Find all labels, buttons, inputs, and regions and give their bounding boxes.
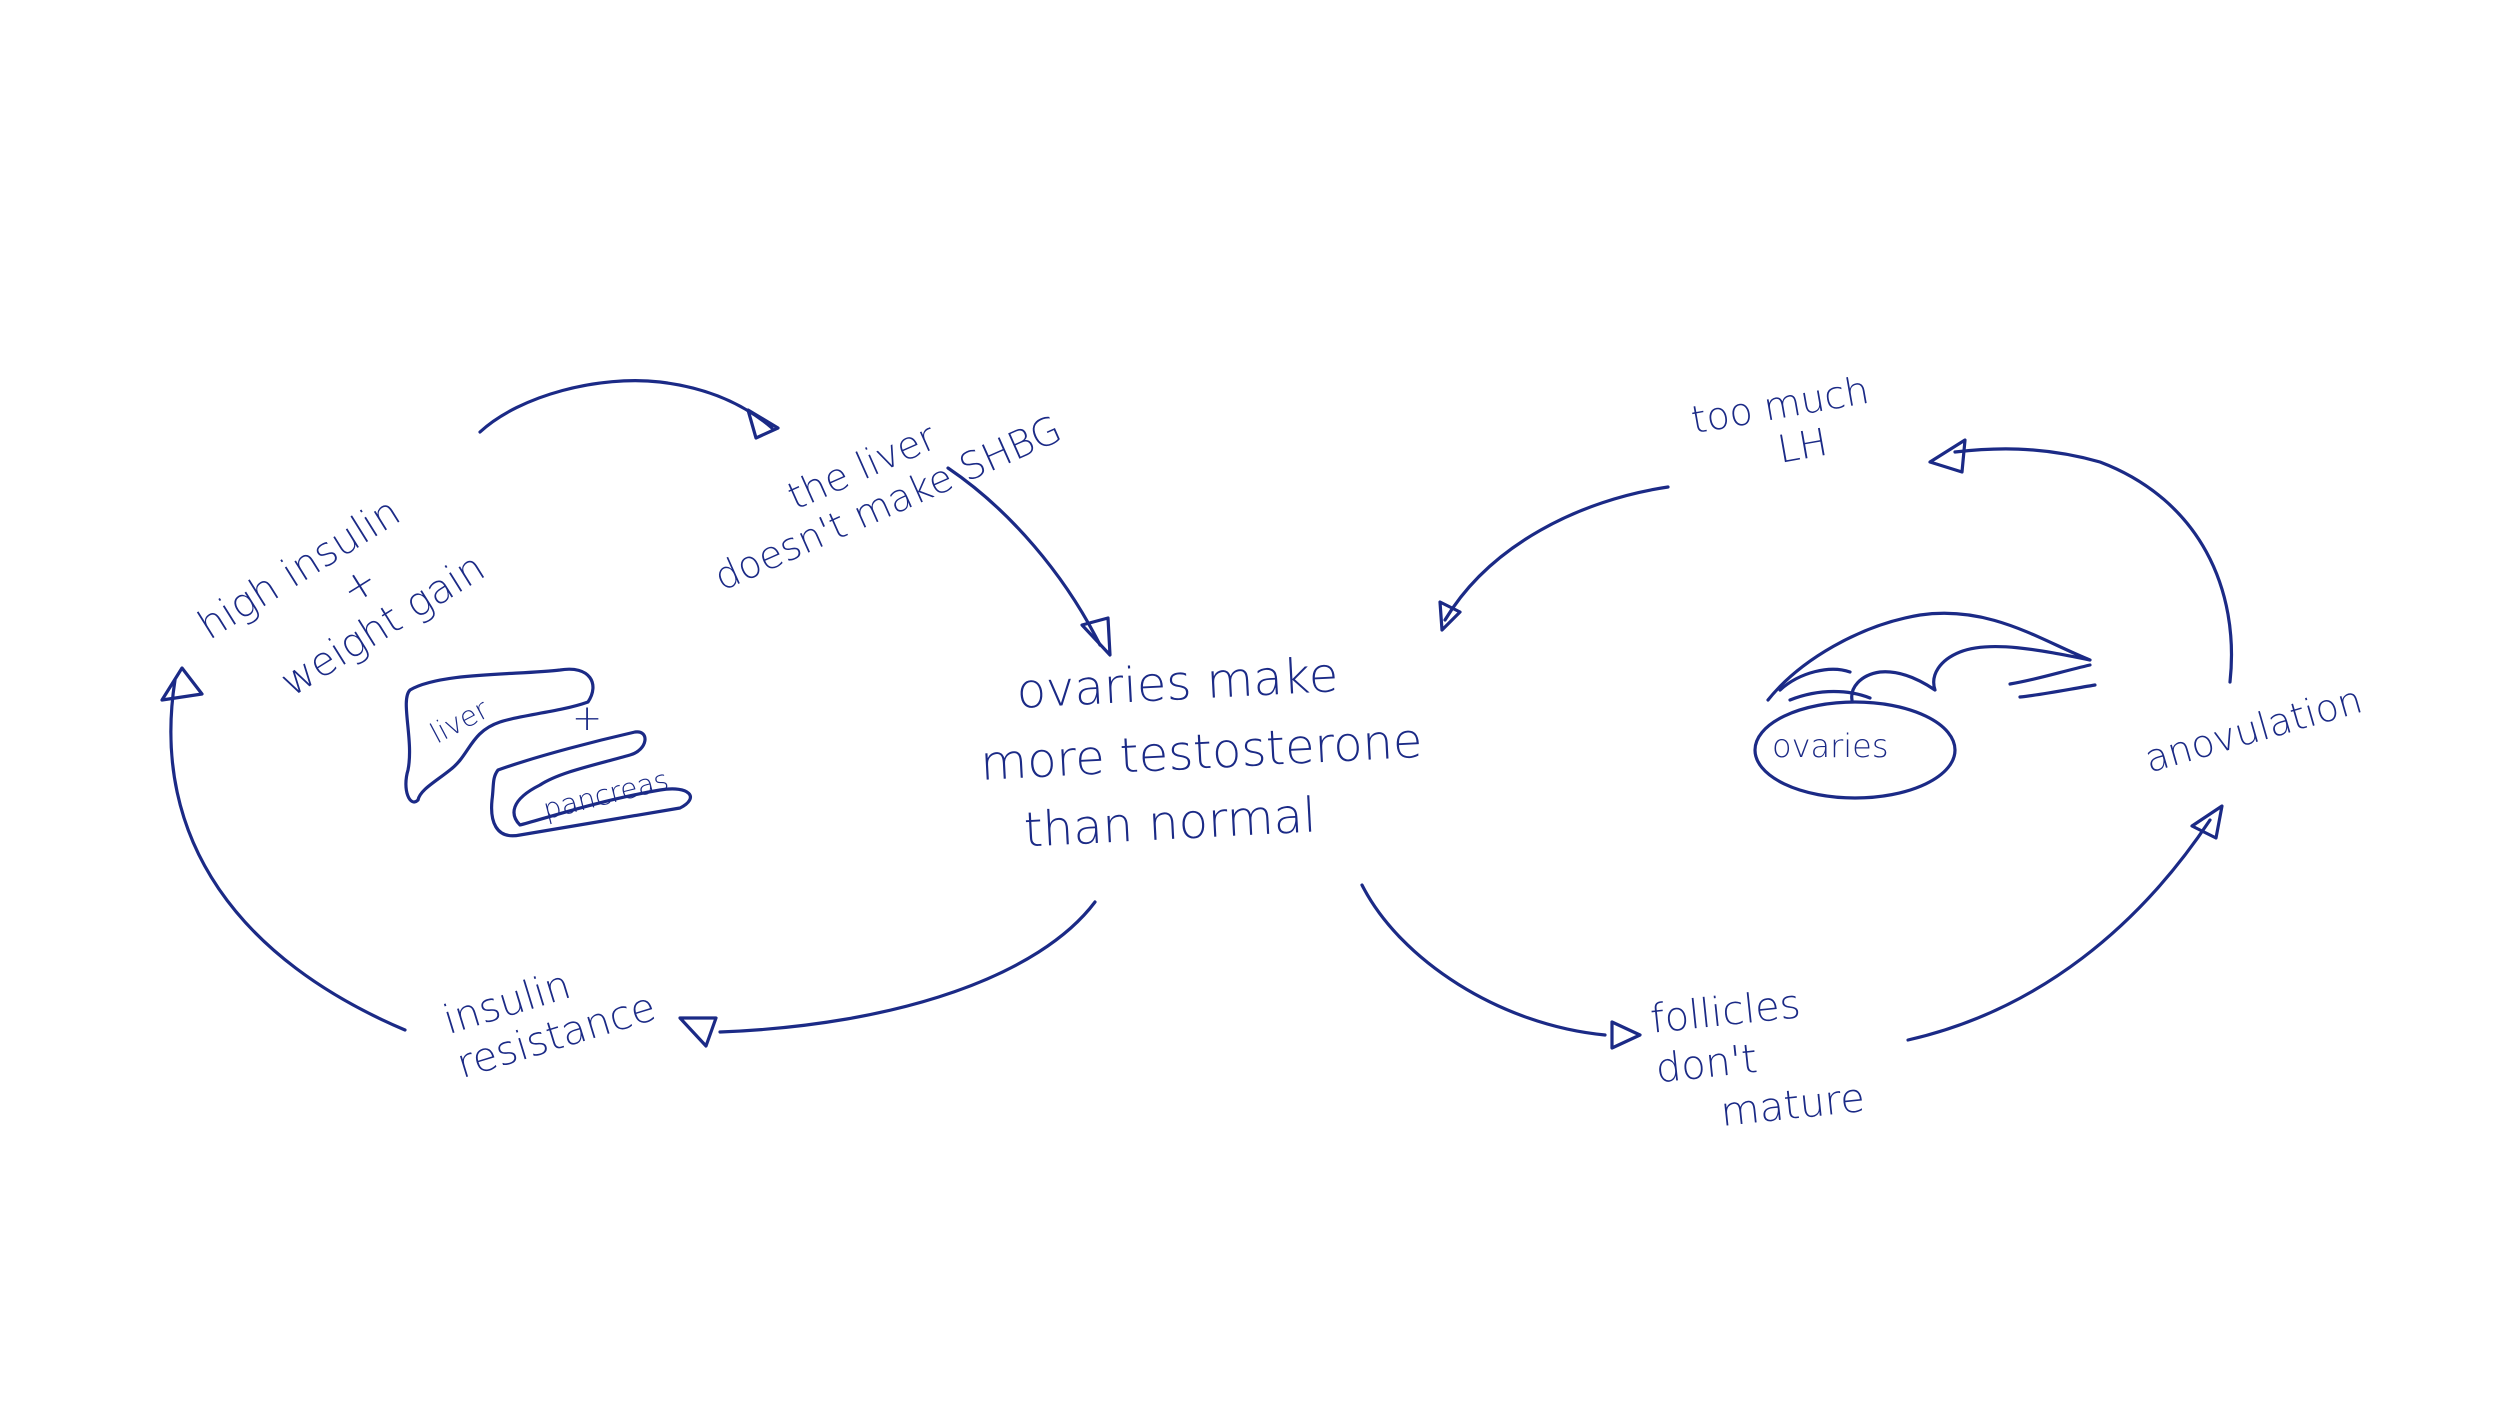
- arrow-anovulation-to-lh: [1953, 447, 2234, 684]
- liver-plus-text: +: [572, 698, 603, 739]
- ovaries-label-text: ovaries: [1772, 727, 1889, 765]
- node-follicles-dont-mature: follicles don't mature: [1648, 974, 1867, 1145]
- arrow-head-insulin-resistance: [678, 1016, 718, 1048]
- ovary-ellipse: [1753, 700, 1957, 800]
- ovary-tube: [1766, 611, 2092, 702]
- arrow-head-follicles: [1610, 1020, 1642, 1050]
- arrow-head-anovulation: [2190, 804, 2224, 840]
- arrow-ovaries-to-follicles: [1360, 883, 1607, 1037]
- liver-outline: [404, 667, 595, 804]
- arrow-insulin-resistance-to-weightgain: [169, 678, 407, 1032]
- arrow-head-lh: [1928, 438, 1967, 474]
- arrow-head-ovaries-right: [1438, 600, 1462, 632]
- node-ovaries-make-testosterone: ovaries make more testosterone than norm…: [975, 637, 1428, 869]
- arrow-weightgain-to-liver: [478, 379, 774, 434]
- arrow-lh-to-ovaries: [1443, 485, 1670, 622]
- arrow-follicles-to-anovulation: [1906, 818, 2212, 1042]
- ovary-fimbriae: [1778, 663, 2097, 702]
- arrow-head-liver: [746, 408, 780, 440]
- pancreas-outline: [490, 730, 692, 838]
- sketch-ovaries-label: ovaries: [1772, 728, 1889, 765]
- arrow-head-weightgain: [160, 666, 204, 702]
- sketch-liver-plus: +: [572, 698, 602, 739]
- arrow-head-ovaries-left: [1080, 616, 1112, 657]
- arrow-liver-to-ovaries: [946, 466, 1102, 647]
- arrow-ovaries-to-insulin-resistance: [718, 900, 1097, 1034]
